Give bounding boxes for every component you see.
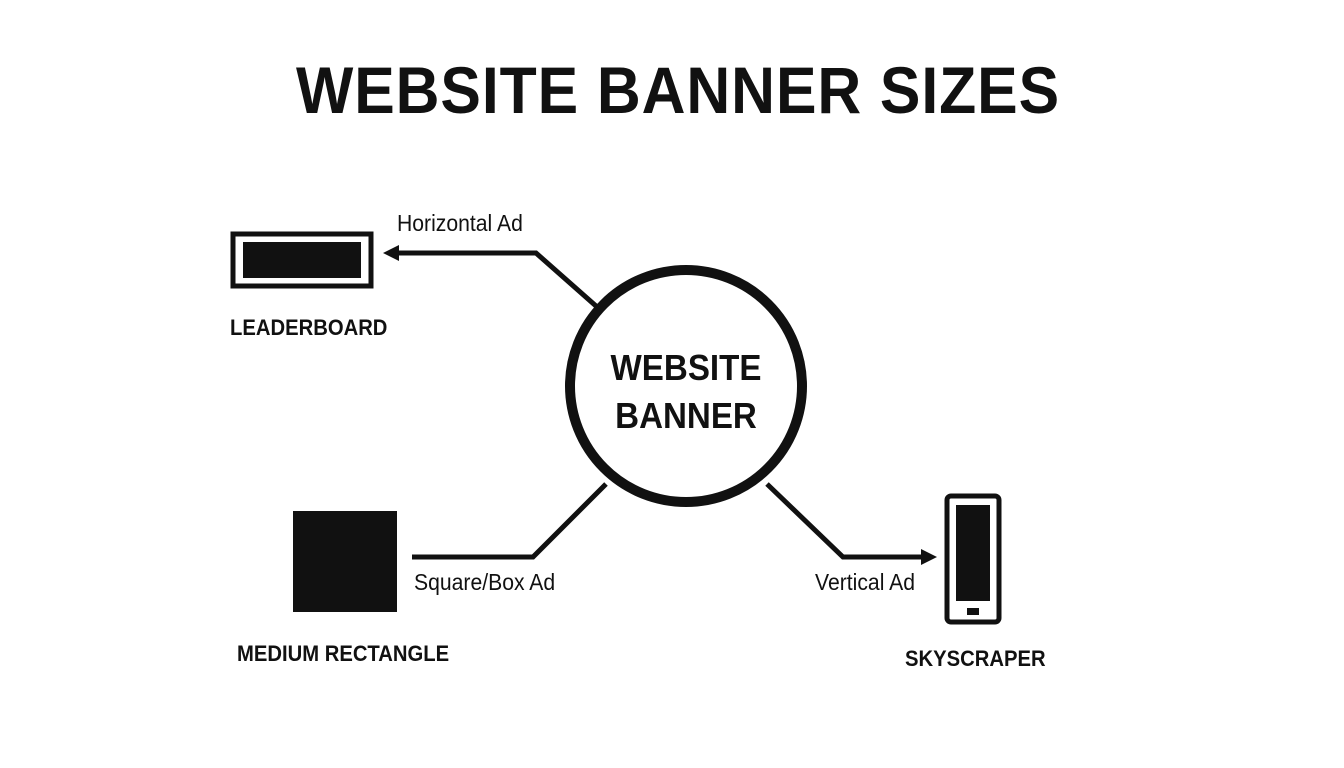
connector-horizontal-ad [392, 250, 598, 308]
center-label-line-2: BANNER [615, 395, 757, 436]
node-label-medium-rectangle: MEDIUM RECTANGLE [237, 641, 450, 666]
horizontal-banner-icon [230, 231, 374, 289]
center-label-line-1: WEBSITE [610, 347, 762, 388]
edge-label-square-ad: Square/Box Ad [414, 569, 556, 595]
connector-vertical-ad [765, 482, 926, 560]
connector-square-ad [412, 482, 608, 560]
center-node-label: WEBSITE BANNER [585, 344, 787, 440]
arrowhead-vertical-ad [921, 549, 937, 565]
diagram-title: WEBSITE BANNER SIZES [296, 53, 1060, 127]
vertical-phone-banner-icon [944, 493, 1002, 625]
edge-label-vertical-ad: Vertical Ad [815, 569, 915, 595]
node-label-leaderboard: LEADERBOARD [230, 315, 388, 340]
center-node-circle [565, 265, 807, 507]
arrowhead-horizontal-ad [383, 245, 399, 261]
edge-label-horizontal-ad: Horizontal Ad [397, 210, 523, 236]
square-banner-icon [293, 511, 397, 612]
node-label-skyscraper: SKYSCRAPER [905, 646, 1046, 671]
